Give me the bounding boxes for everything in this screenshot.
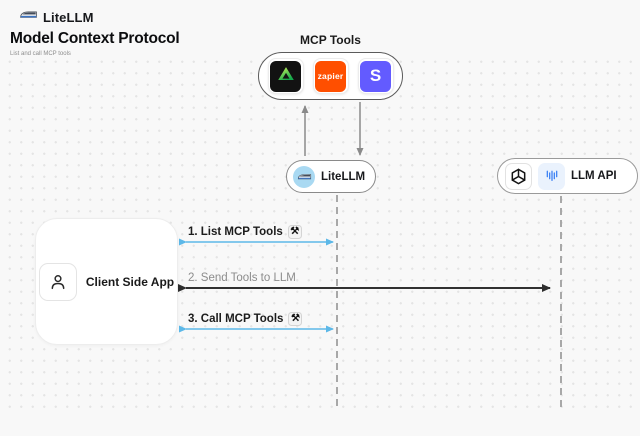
person-icon bbox=[38, 262, 77, 301]
stripe-icon: S bbox=[360, 60, 391, 92]
mcp-tools-label: MCP Tools bbox=[300, 33, 361, 47]
step-1-text: 1. List MCP Tools bbox=[188, 226, 283, 238]
litellm-node[interactable]: LiteLLM bbox=[286, 160, 376, 193]
app-logo-text: LiteLLM bbox=[43, 9, 94, 25]
stripe-tile[interactable]: S bbox=[357, 58, 394, 94]
page-title: Model Context Protocol bbox=[10, 30, 180, 47]
triangle-tool-tile[interactable] bbox=[267, 58, 304, 94]
triangle-tool-icon bbox=[275, 63, 297, 90]
llm-api-node[interactable]: LLM API bbox=[497, 158, 638, 194]
litellm-node-label: LiteLLM bbox=[321, 170, 366, 183]
mcp-tools-node[interactable]: zapier S bbox=[258, 52, 403, 100]
step-3-text: 3. Call MCP Tools bbox=[188, 313, 284, 325]
train-icon bbox=[19, 8, 38, 26]
zapier-wordmark: zapier bbox=[317, 71, 344, 81]
hammer-wrench-icon: ⚒ bbox=[288, 312, 303, 326]
zapier-icon: zapier bbox=[315, 60, 346, 92]
openai-icon bbox=[505, 162, 532, 190]
llm-api-node-label: LLM API bbox=[571, 170, 617, 182]
stripe-letter: S bbox=[369, 66, 382, 85]
zapier-tile[interactable]: zapier bbox=[312, 58, 349, 94]
step-2-label: 2. Send Tools to LLM bbox=[188, 272, 296, 284]
litellm-train-icon bbox=[293, 165, 315, 188]
app-logo[interactable]: LiteLLM bbox=[19, 8, 94, 26]
page-subtitle: List and call MCP tools bbox=[10, 51, 71, 57]
hammer-wrench-icon: ⚒ bbox=[287, 225, 302, 239]
step-2-text: 2. Send Tools to LLM bbox=[188, 272, 296, 284]
client-side-app-label: Client Side App bbox=[85, 274, 175, 289]
step-1-label: 1. List MCP Tools ⚒ bbox=[188, 225, 302, 239]
llm-provider-icon bbox=[538, 162, 565, 190]
client-side-app-node[interactable]: Client Side App bbox=[35, 218, 178, 345]
step-3-label: 3. Call MCP Tools ⚒ bbox=[188, 312, 303, 326]
